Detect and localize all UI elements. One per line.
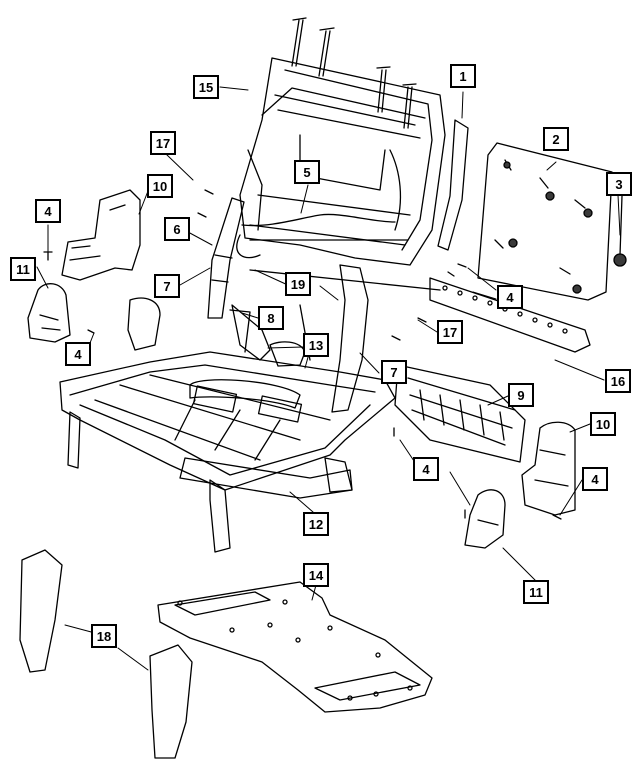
rear-trim-strip	[429, 277, 591, 353]
knob	[613, 195, 627, 267]
left-side-cover	[27, 283, 71, 343]
callout-5: 5	[294, 160, 320, 184]
left-side-shield	[61, 189, 141, 281]
right-side-shield	[521, 421, 576, 516]
callout-4b: 4	[497, 285, 523, 309]
callout-4d: 4	[413, 457, 439, 481]
callout-1: 1	[450, 64, 476, 88]
callout-11b: 11	[523, 580, 549, 604]
callout-14: 14	[303, 563, 329, 587]
callout-4e: 4	[582, 467, 608, 491]
callout-9: 9	[508, 383, 534, 407]
seat-frame	[59, 264, 396, 491]
callout-7a: 7	[154, 274, 180, 298]
screws	[43, 189, 562, 520]
callout-7b: 7	[381, 360, 407, 384]
callout-19: 19	[285, 272, 311, 296]
seat-back-frame	[236, 57, 446, 266]
callout-11a: 11	[10, 257, 36, 281]
latch-handle	[231, 304, 306, 367]
back-rod	[241, 213, 441, 291]
callout-4c: 4	[65, 342, 91, 366]
callout-17b: 17	[437, 320, 463, 344]
trim-panels	[19, 549, 193, 759]
callout-10b: 10	[590, 412, 616, 436]
lower-track	[179, 457, 353, 499]
callout-12: 12	[303, 512, 329, 536]
right-side-cover	[464, 489, 506, 549]
callout-18: 18	[91, 624, 117, 648]
floor-mat	[157, 581, 433, 713]
callout-4a: 4	[35, 199, 61, 223]
callout-17a: 17	[150, 131, 176, 155]
callout-10a: 10	[147, 174, 173, 198]
back-panel	[477, 142, 613, 301]
callout-3: 3	[606, 172, 632, 196]
callout-6: 6	[164, 217, 190, 241]
headrest-bolts	[291, 17, 417, 129]
callout-2: 2	[543, 127, 569, 151]
callout-8: 8	[258, 306, 284, 330]
callout-15: 15	[193, 75, 219, 99]
strap	[437, 119, 469, 251]
left-bracket	[127, 197, 245, 351]
callout-13: 13	[303, 333, 329, 357]
leader-lines	[36, 86, 621, 671]
callout-16: 16	[605, 369, 631, 393]
right-hinge-panel	[394, 364, 526, 463]
